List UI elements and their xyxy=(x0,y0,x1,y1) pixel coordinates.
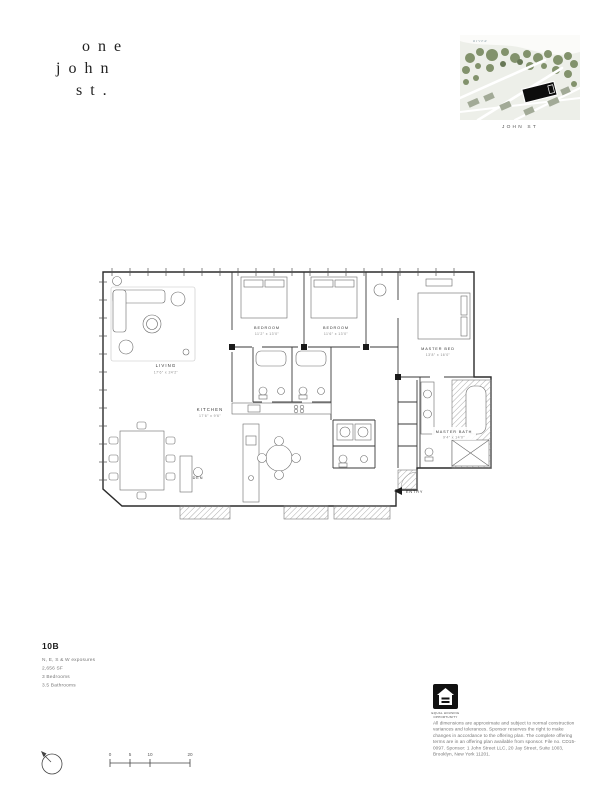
equal-housing-logo-icon: EQUAL HOUSING OPPORTUNITY xyxy=(432,684,460,719)
brand-logo: one john st. xyxy=(56,38,129,104)
master-tub xyxy=(465,385,487,435)
keymap-trees xyxy=(462,48,578,87)
bedroom1-dims: 11'2" x 13'0" xyxy=(255,332,279,336)
kitchen-label: KITCHEN xyxy=(197,407,224,412)
left-window-ticks xyxy=(99,281,107,481)
entry-arrow-icon xyxy=(394,487,402,495)
living-dims: 17'6" x 24'2" xyxy=(154,371,179,375)
toilet xyxy=(338,454,348,464)
unit-info: 10B N, E, S & W exposures 2,656 SF 3 Bed… xyxy=(42,641,342,725)
entry-label: ENTRY xyxy=(406,490,423,494)
river-area xyxy=(460,35,580,55)
living-label: LIVING xyxy=(156,363,177,368)
furniture xyxy=(108,276,490,503)
room-labels: LIVING 17'6" x 24'2" BEDROOM 11'2" x 13'… xyxy=(154,326,476,494)
entry-door-swing xyxy=(400,471,418,489)
armchair xyxy=(373,283,387,297)
master-bed-label: MASTER BED xyxy=(421,347,455,351)
logo-line-one: one xyxy=(82,38,130,55)
sink xyxy=(360,455,368,463)
subject-building-marker xyxy=(521,80,558,104)
master-bath-label: MASTER BATH xyxy=(436,430,473,434)
legal-disclaimer: All dimensions are approximate and subje… xyxy=(433,720,576,757)
north-arrow-icon xyxy=(41,751,63,775)
eho-text-1: EQUAL HOUSING xyxy=(432,711,460,715)
sink xyxy=(317,387,325,395)
unit-area: 2,656 SF xyxy=(42,665,64,672)
kitchen-sink xyxy=(247,404,261,413)
keymap-roads xyxy=(458,58,582,122)
hatched-areas xyxy=(179,379,492,520)
unit-number: 10B xyxy=(42,641,60,651)
floor-plan: LIVING 17'6" x 24'2" BEDROOM 11'2" x 13'… xyxy=(99,268,492,520)
site-keymap: RIVER JOHN ST xyxy=(458,35,582,130)
desk-chair xyxy=(193,467,203,477)
dining-table xyxy=(119,430,165,491)
breakfast-table xyxy=(265,444,293,472)
scale-bar: 0 5 10 20 xyxy=(109,752,193,767)
bathtub xyxy=(295,350,327,367)
top-window-ticks xyxy=(111,268,455,276)
scale-tick-10: 10 xyxy=(147,752,153,757)
scale-tick-0: 0 xyxy=(109,752,112,757)
living-rug xyxy=(110,286,196,362)
bench xyxy=(425,278,453,287)
scale-tick-20: 20 xyxy=(187,752,193,757)
kitchen-dims: 17'6" x 9'6" xyxy=(199,414,221,418)
plant xyxy=(112,276,122,286)
unit-exposures: N, E, S & W exposures xyxy=(42,657,96,663)
logo-line-john: john xyxy=(56,60,117,77)
scale-tick-5: 5 xyxy=(129,752,132,757)
toilet xyxy=(424,447,434,457)
eho-text-2: OPPORTUNITY xyxy=(433,715,457,719)
desk xyxy=(179,455,193,493)
street-label: JOHN ST xyxy=(502,124,538,130)
bathtub xyxy=(255,350,287,367)
lounge-chair xyxy=(118,339,134,355)
columns xyxy=(229,344,401,380)
sink xyxy=(277,387,285,395)
bedroom2-dims: 11'6" x 13'0" xyxy=(324,332,348,336)
river-label: RIVER xyxy=(472,39,487,43)
unit-bedrooms: 3 Bedrooms xyxy=(42,674,70,680)
bedroom2-label: BEDROOM xyxy=(323,326,349,330)
lounge-chair xyxy=(170,291,186,307)
bedroom1-label: BEDROOM xyxy=(254,326,280,330)
master-bed-dims: 13'8" x 16'0" xyxy=(426,353,451,357)
kitchen-counter xyxy=(231,402,332,415)
toilet xyxy=(298,386,308,396)
den-label: DEN xyxy=(193,476,204,480)
label-underlay xyxy=(432,427,476,440)
unit-bathrooms: 3.5 Bathrooms xyxy=(42,682,76,689)
master-bath-dims: 9'4" x 14'0" xyxy=(443,436,465,440)
keymap-buildings xyxy=(467,86,571,116)
toilet xyxy=(258,386,268,396)
floor-lamp xyxy=(182,348,190,356)
logo-line-st: st. xyxy=(76,82,115,99)
